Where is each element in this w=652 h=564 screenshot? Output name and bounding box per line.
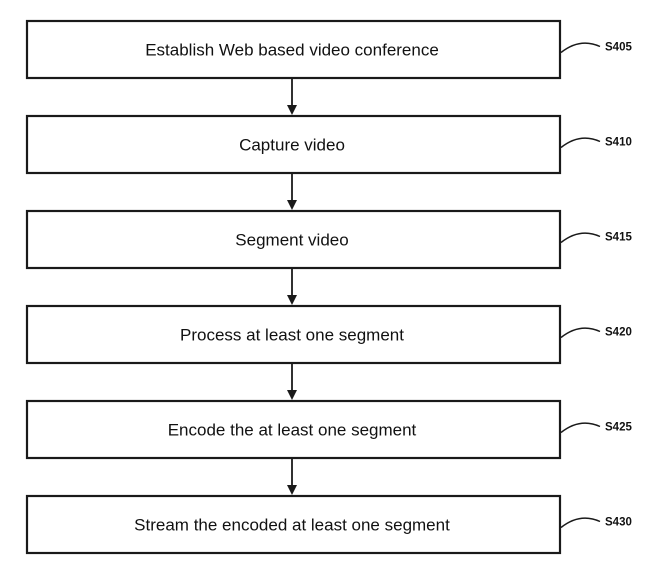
reference-label: S415	[605, 232, 632, 244]
reference-label: S430	[605, 517, 632, 529]
edges-layer	[287, 79, 297, 495]
step-label: Encode the at least one segment	[168, 421, 417, 440]
step-box	[25, 304, 562, 365]
flow-arrow	[287, 79, 297, 115]
reference-leader-line	[560, 327, 601, 339]
step-box	[25, 494, 562, 555]
flow-arrow	[287, 269, 297, 305]
step-box	[25, 399, 562, 460]
reference-label: S405	[605, 42, 632, 54]
reference-label: S410	[605, 137, 632, 149]
reference-leader-line	[560, 517, 601, 529]
step-s420: Process at least one segment S420	[25, 304, 632, 365]
step-label: Process at least one segment	[180, 326, 404, 345]
step-label: Segment video	[235, 231, 348, 250]
arrow-head-icon	[287, 390, 297, 400]
step-label: Stream the encoded at least one segment	[134, 516, 450, 535]
step-s415: Segment video S415	[25, 209, 632, 270]
step-s410: Capture video S410	[25, 114, 632, 175]
flow-arrow	[287, 364, 297, 400]
reference-leader-line	[560, 232, 601, 244]
reference-label: S420	[605, 327, 632, 339]
step-box	[25, 19, 562, 80]
step-s405: Establish Web based video conference S405	[25, 19, 632, 80]
arrow-head-icon	[287, 105, 297, 115]
steps-layer: Establish Web based video conference S405…	[25, 19, 632, 555]
step-label: Capture video	[239, 136, 345, 155]
step-box	[25, 209, 562, 270]
step-box	[25, 114, 562, 175]
arrow-head-icon	[287, 485, 297, 495]
reference-leader-line	[560, 137, 601, 149]
reference-leader-line	[560, 42, 601, 54]
flow-arrow	[287, 459, 297, 495]
arrow-head-icon	[287, 295, 297, 305]
step-label: Establish Web based video conference	[145, 41, 439, 60]
reference-label: S425	[605, 422, 632, 434]
step-s430: Stream the encoded at least one segment S…	[25, 494, 632, 555]
flow-arrow	[287, 174, 297, 210]
reference-leader-line	[560, 422, 601, 434]
step-s425: Encode the at least one segment S425	[25, 399, 632, 460]
arrow-head-icon	[287, 200, 297, 210]
